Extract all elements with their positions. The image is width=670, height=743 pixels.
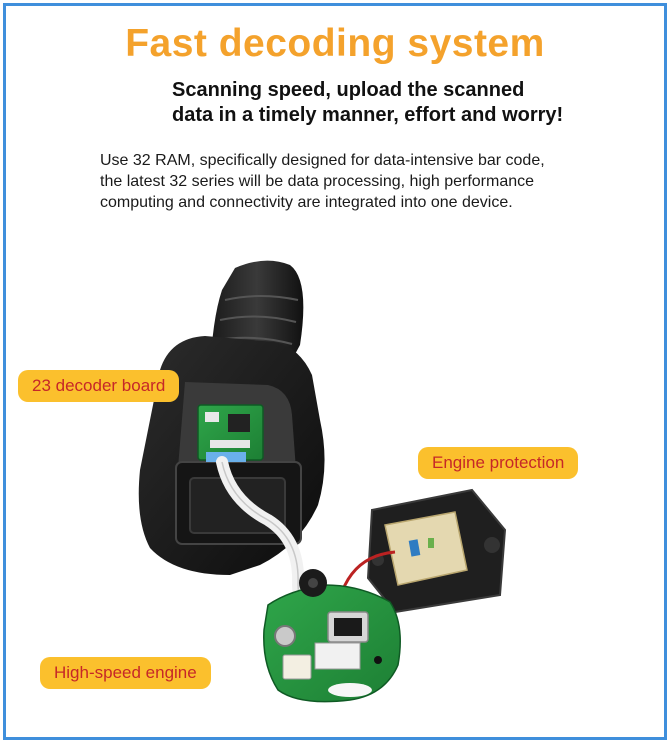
high-speed-engine-board (263, 569, 401, 703)
description-line-1: Use 32 RAM, specifically designed for da… (100, 152, 545, 169)
page-title: Fast decoding system (125, 22, 545, 65)
callout-engine-protection: Engine protection (418, 447, 579, 479)
subtitle-line-1: Scanning speed, upload the scanned (172, 79, 525, 101)
decoder-board (197, 404, 264, 462)
description-line-3: computing and connectivity are integrate… (100, 194, 513, 211)
subtitle-line-2: data in a timely manner, effort and worr… (172, 104, 564, 126)
callout-decoder-board: 23 decoder board (18, 370, 180, 402)
callout-high-speed-engine: High-speed engine (40, 657, 211, 689)
engine-protection-module (366, 488, 507, 614)
description: Use 32 RAM, specifically designed for da… (100, 150, 660, 213)
subtitle: Scanning speed, upload the scanned data … (172, 78, 652, 128)
description-line-2: the latest 32 series will be data proces… (100, 173, 535, 190)
